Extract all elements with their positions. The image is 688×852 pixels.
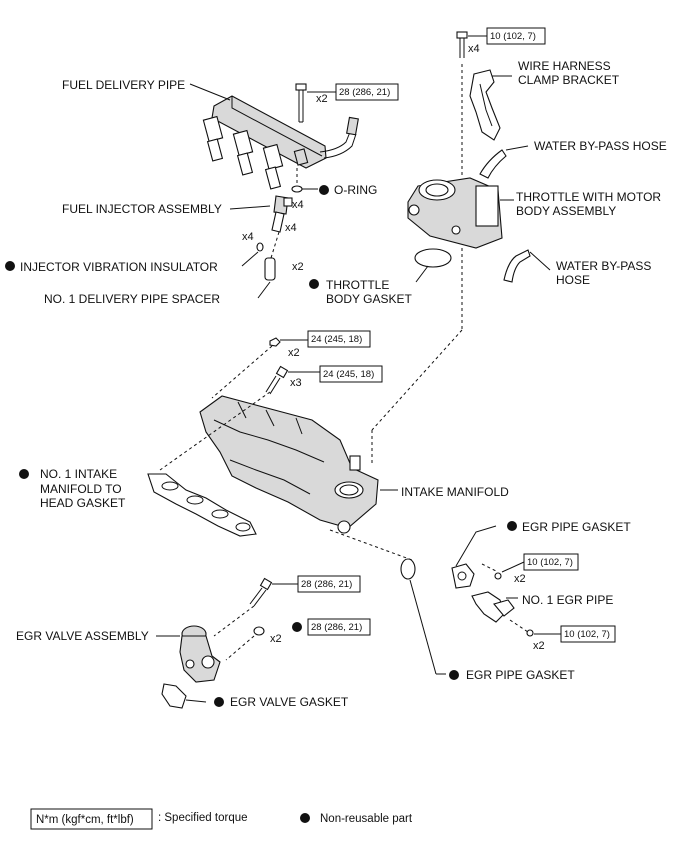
label-water-bypass-hose-line2: HOSE xyxy=(556,273,590,287)
intake-manifold-part xyxy=(199,395,379,534)
torque-box-manifold-nut: 24 (245, 18) xyxy=(307,330,371,348)
legend-torque-unit: N*m (kgf*cm, ft*lbf) xyxy=(36,814,134,826)
label-o-ring: O-RING xyxy=(334,183,377,197)
label-intake-gasket-line2: MANIFOLD TO xyxy=(40,482,122,496)
svg-text:24 (245, 18): 24 (245, 18) xyxy=(323,369,374,380)
water-bypass-hose-bottom xyxy=(503,249,531,283)
egr-pipe-gasket-ring xyxy=(400,558,416,580)
torque-box-egr-valve-bolt: 28 (286, 21) xyxy=(297,575,361,593)
torque-box-egr-pipe-2: 10 (102, 7) xyxy=(560,625,616,643)
svg-text:10 (102, 7): 10 (102, 7) xyxy=(490,31,536,42)
qty-egr-pipe-bolt-1: x2 xyxy=(514,573,526,585)
nonreusable-bullet-egr-pipe-gasket-top xyxy=(507,521,517,531)
nonreusable-bullet-egr-valve-nut xyxy=(292,622,302,632)
legend: N*m (kgf*cm, ft*lbf) : Specified torque … xyxy=(30,808,413,830)
egr-valve-nut xyxy=(253,626,265,636)
label-fuel-delivery-pipe: FUEL DELIVERY PIPE xyxy=(62,78,185,92)
intake-gasket-part xyxy=(147,473,257,537)
legend-torque-box xyxy=(30,808,153,830)
throttle-body-part xyxy=(407,177,503,249)
nonreusable-bullet-egr-pipe-gasket-bottom xyxy=(449,670,459,680)
label-wire-harness-line1: WIRE HARNESS xyxy=(518,59,611,73)
torque-box-delivery-pipe: 28 (286, 21) xyxy=(335,83,399,101)
label-intake-manifold: INTAKE MANIFOLD xyxy=(401,485,509,499)
qty-insulator: x4 xyxy=(242,231,254,243)
label-water-bypass-hose-top: WATER BY-PASS HOSE xyxy=(534,139,667,153)
label-throttle-gasket-line2: BODY GASKET xyxy=(326,292,412,306)
manifold-bolt xyxy=(265,365,289,395)
spacer-part xyxy=(264,257,276,281)
legend-nonreusable-bullet xyxy=(300,813,310,823)
qty-manifold-nut: x2 xyxy=(288,347,300,359)
label-no1-delivery-pipe-spacer: NO. 1 DELIVERY PIPE SPACER xyxy=(44,292,220,306)
water-bypass-hose-top xyxy=(479,149,507,179)
qty-o-ring: x4 xyxy=(292,199,304,211)
egr-valve-gasket-part xyxy=(161,683,187,709)
nonreusable-bullet-insulator xyxy=(5,261,15,271)
egr-pipe-gasket-plate xyxy=(451,563,475,589)
egr-pipe-bolt-1 xyxy=(494,572,502,580)
label-egr-pipe-gasket-top: EGR PIPE GASKET xyxy=(522,520,631,534)
qty-manifold-bolt: x3 xyxy=(290,377,302,389)
label-egr-pipe-gasket-bottom: EGR PIPE GASKET xyxy=(466,668,575,682)
legend-torque-desc: : Specified torque xyxy=(158,812,248,824)
svg-text:28 (286, 21): 28 (286, 21) xyxy=(301,579,352,590)
fuel-delivery-pipe-drawing xyxy=(202,95,359,190)
nonreusable-bullet-egr-valve-gasket xyxy=(214,697,224,707)
bracket-bolt xyxy=(456,31,468,58)
svg-text:24 (245, 18): 24 (245, 18) xyxy=(311,334,362,345)
label-throttle-line1: THROTTLE WITH MOTOR xyxy=(516,190,661,204)
label-egr-valve-assembly: EGR VALVE ASSEMBLY xyxy=(16,629,149,643)
qty-delivery-pipe-bolt: x2 xyxy=(316,93,328,105)
egr-valve-part xyxy=(179,625,221,683)
nonreusable-bullet-intake-gasket xyxy=(19,469,29,479)
torque-box-egr-pipe-1: 10 (102, 7) xyxy=(523,553,579,571)
insulator-part xyxy=(256,242,264,252)
torque-box-wire-bracket: 10 (102, 7) xyxy=(486,27,546,45)
nonreusable-bullet-throttle-gasket xyxy=(309,279,319,289)
label-injector-vibration-insulator: INJECTOR VIBRATION INSULATOR xyxy=(20,260,218,274)
label-throttle-gasket-line1: THROTTLE xyxy=(326,278,389,292)
svg-text:10 (102, 7): 10 (102, 7) xyxy=(527,557,573,568)
throttle-gasket-part xyxy=(414,248,452,268)
label-water-bypass-hose-line1: WATER BY-PASS xyxy=(556,259,651,273)
egr-valve-bolt xyxy=(249,577,273,607)
torque-box-manifold-bolt: 24 (245, 18) xyxy=(319,365,383,383)
svg-text:28 (286, 21): 28 (286, 21) xyxy=(311,622,362,633)
o-ring-part xyxy=(291,185,303,193)
torque-box-egr-valve-nut: 28 (286, 21) xyxy=(307,618,371,636)
label-wire-harness-line2: CLAMP BRACKET xyxy=(518,73,620,87)
legend-nonreusable-desc: Non-reusable part xyxy=(320,813,413,825)
egr-pipe-part xyxy=(471,591,515,623)
qty-injector: x4 xyxy=(285,222,297,234)
label-intake-gasket-line3: HEAD GASKET xyxy=(40,496,126,510)
qty-egr-valve-nut: x2 xyxy=(270,633,282,645)
egr-pipe-bolt-2 xyxy=(526,629,534,637)
wire-harness-bracket xyxy=(469,69,501,141)
label-intake-gasket-line1: NO. 1 INTAKE xyxy=(40,467,117,481)
delivery-pipe-bolt xyxy=(295,83,307,123)
nonreusable-bullet-o-ring xyxy=(319,185,329,195)
fuel-injector-part xyxy=(271,195,293,233)
svg-text:10 (102, 7): 10 (102, 7) xyxy=(564,629,610,640)
qty-spacer: x2 xyxy=(292,261,304,273)
qty-bracket-bolt: x4 xyxy=(468,43,480,55)
label-no1-egr-pipe: NO. 1 EGR PIPE xyxy=(522,593,613,607)
qty-egr-pipe-bolt-2: x2 xyxy=(533,640,545,652)
manifold-nut xyxy=(269,337,281,347)
label-fuel-injector-assembly: FUEL INJECTOR ASSEMBLY xyxy=(62,202,222,216)
label-throttle-line2: BODY ASSEMBLY xyxy=(516,204,616,218)
label-egr-valve-gasket: EGR VALVE GASKET xyxy=(230,695,349,709)
svg-text:28 (286, 21): 28 (286, 21) xyxy=(339,87,390,98)
